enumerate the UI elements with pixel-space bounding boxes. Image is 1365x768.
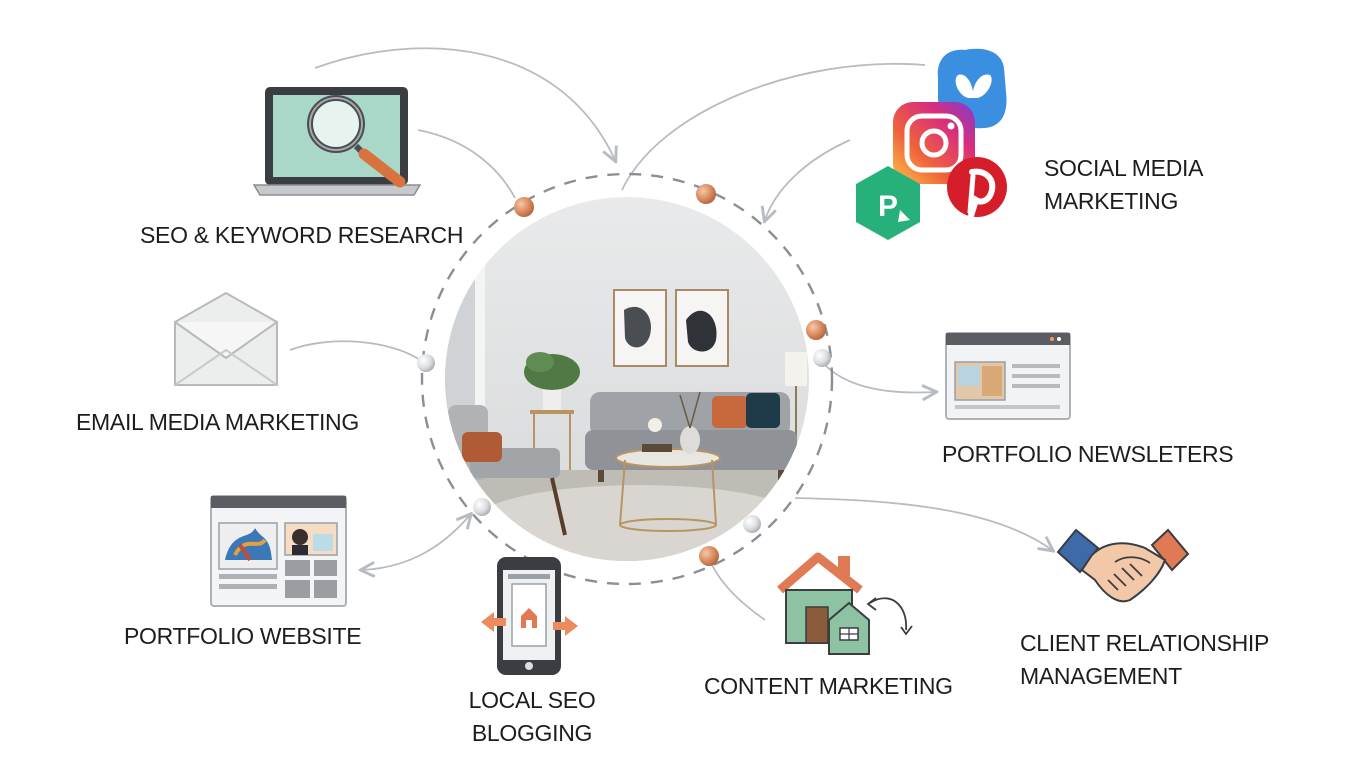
arrow-email [289, 340, 421, 361]
ring-bead [743, 515, 761, 533]
envelope-icon [174, 291, 278, 386]
label-crm-line1: CLIENT RELATIONSHIP [1020, 630, 1270, 656]
label-content-marketing: CONTENT MARKETING [704, 673, 953, 699]
label-portfolio-newsletters: PORTFOLIO NEWSLETERS [942, 441, 1234, 467]
instagram-icon [893, 102, 975, 184]
webpage-gallery-icon [210, 495, 347, 607]
mobile-phone-icon [481, 557, 578, 675]
label-email-media-marketing: EMAIL MEDIA MARKETING [76, 409, 359, 435]
label-portfolio-website: PORTFOLIO WEBSITE [124, 623, 362, 649]
ring-bead [696, 184, 716, 204]
social-media-icons: P [856, 48, 1007, 240]
ring-bead [806, 320, 826, 340]
label-crm-line2: MANAGEMENT [1020, 663, 1182, 689]
arrow-social-to-hub [765, 139, 851, 220]
arrow-seo-top [314, 47, 615, 160]
publer-icon: P [856, 166, 920, 240]
label-client-relationship-management: CLIENT RELATIONSHIP MANAGEMENT [1020, 627, 1269, 693]
laptop-magnifier-icon [252, 87, 422, 196]
living-room-photo [445, 197, 809, 561]
dashed-ring [420, 172, 834, 586]
svg-text:P: P [878, 190, 898, 223]
hub-photo [417, 172, 834, 586]
house-icon [777, 552, 913, 655]
arrow-seo-line [417, 129, 516, 199]
ring-bead [514, 197, 534, 217]
arrow-top-to-social [621, 63, 926, 191]
label-social-line1: SOCIAL MEDIA [1044, 155, 1204, 181]
arrow-website [362, 515, 470, 570]
arrow-crm [794, 497, 1052, 550]
arrow-content [711, 564, 766, 621]
label-social-line2: MARKETING [1044, 188, 1179, 214]
label-seo-keyword-research: SEO & KEYWORD RESEARCH [140, 222, 464, 248]
arrow-newsletters [824, 364, 935, 393]
ring-bead [473, 498, 491, 516]
label-local-seo-blogging: LOCAL SEO BLOGGING [462, 684, 602, 750]
label-local-line1: LOCAL SEO [468, 687, 596, 713]
ring-bead [699, 546, 719, 566]
browser-window-icon [945, 332, 1071, 420]
pinterest-icon [947, 157, 1007, 219]
label-social-media-marketing: SOCIAL MEDIA MARKETING [1044, 152, 1203, 218]
ring-bead [813, 349, 831, 367]
ring-bead [417, 354, 435, 372]
handshake-icon [1056, 528, 1190, 603]
label-local-line2: BLOGGING [471, 720, 593, 746]
